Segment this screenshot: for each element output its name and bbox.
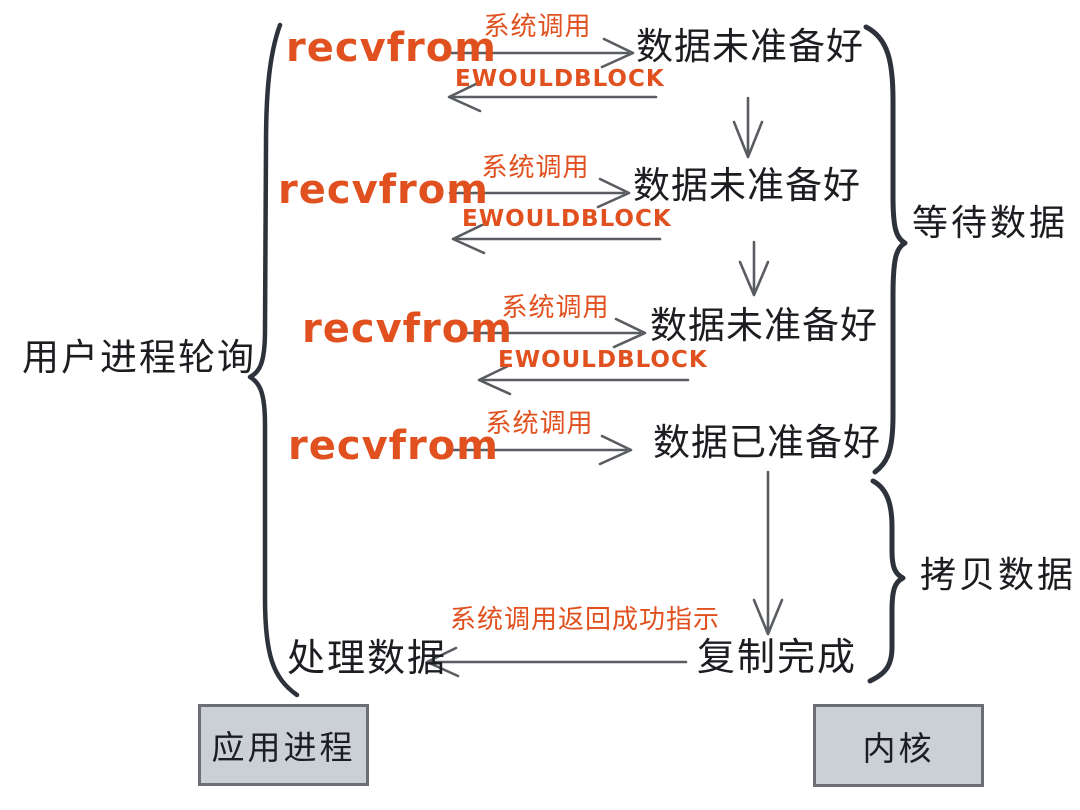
success-return-arrow — [425, 646, 688, 678]
left-brace — [247, 22, 300, 698]
syscall-label-2: 系统调用 — [481, 153, 590, 183]
state-node-3: 数据未准备好 — [650, 304, 878, 347]
ewouldblock-label-2: EWOULDBLOCK — [462, 206, 672, 232]
wait-data-label: 等待数据 — [912, 203, 1069, 244]
kernel-box: 内核 — [813, 704, 984, 787]
state-node-4: 数据已准备好 — [653, 421, 881, 464]
copy-done-node: 复制完成 — [697, 635, 858, 679]
copy-down-arrow — [752, 470, 784, 636]
user-polling-label: 用户进程轮询 — [22, 336, 256, 379]
recvfrom-call-3: recvfrom — [302, 306, 513, 352]
right-brace-copy-data — [867, 478, 906, 684]
syscall-label-1: 系统调用 — [483, 12, 592, 42]
syscall-label-4: 系统调用 — [485, 409, 594, 439]
process-data-node: 处理数据 — [287, 636, 448, 680]
ewouldblock-label-1: EWOULDBLOCK — [455, 66, 665, 92]
recvfrom-call-2: recvfrom — [278, 167, 489, 213]
recvfrom-call-4: recvfrom — [288, 423, 499, 469]
app-process-box-label: 应用进程 — [211, 728, 356, 767]
ewouldblock-label-3: EWOULDBLOCK — [498, 347, 708, 373]
state-down-arrow-1 — [732, 96, 764, 159]
success-return-label: 系统调用返回成功指示 — [449, 605, 720, 635]
recvfrom-call-1: recvfrom — [286, 25, 497, 71]
syscall-label-3: 系统调用 — [501, 293, 610, 323]
state-node-1: 数据未准备好 — [636, 25, 864, 68]
state-node-2: 数据未准备好 — [633, 164, 861, 207]
app-process-box: 应用进程 — [198, 704, 369, 786]
copy-data-label: 拷贝数据 — [920, 555, 1077, 596]
state-down-arrow-2 — [738, 240, 770, 297]
kernel-box-label: 内核 — [862, 728, 935, 768]
right-brace-wait-data — [863, 24, 908, 475]
